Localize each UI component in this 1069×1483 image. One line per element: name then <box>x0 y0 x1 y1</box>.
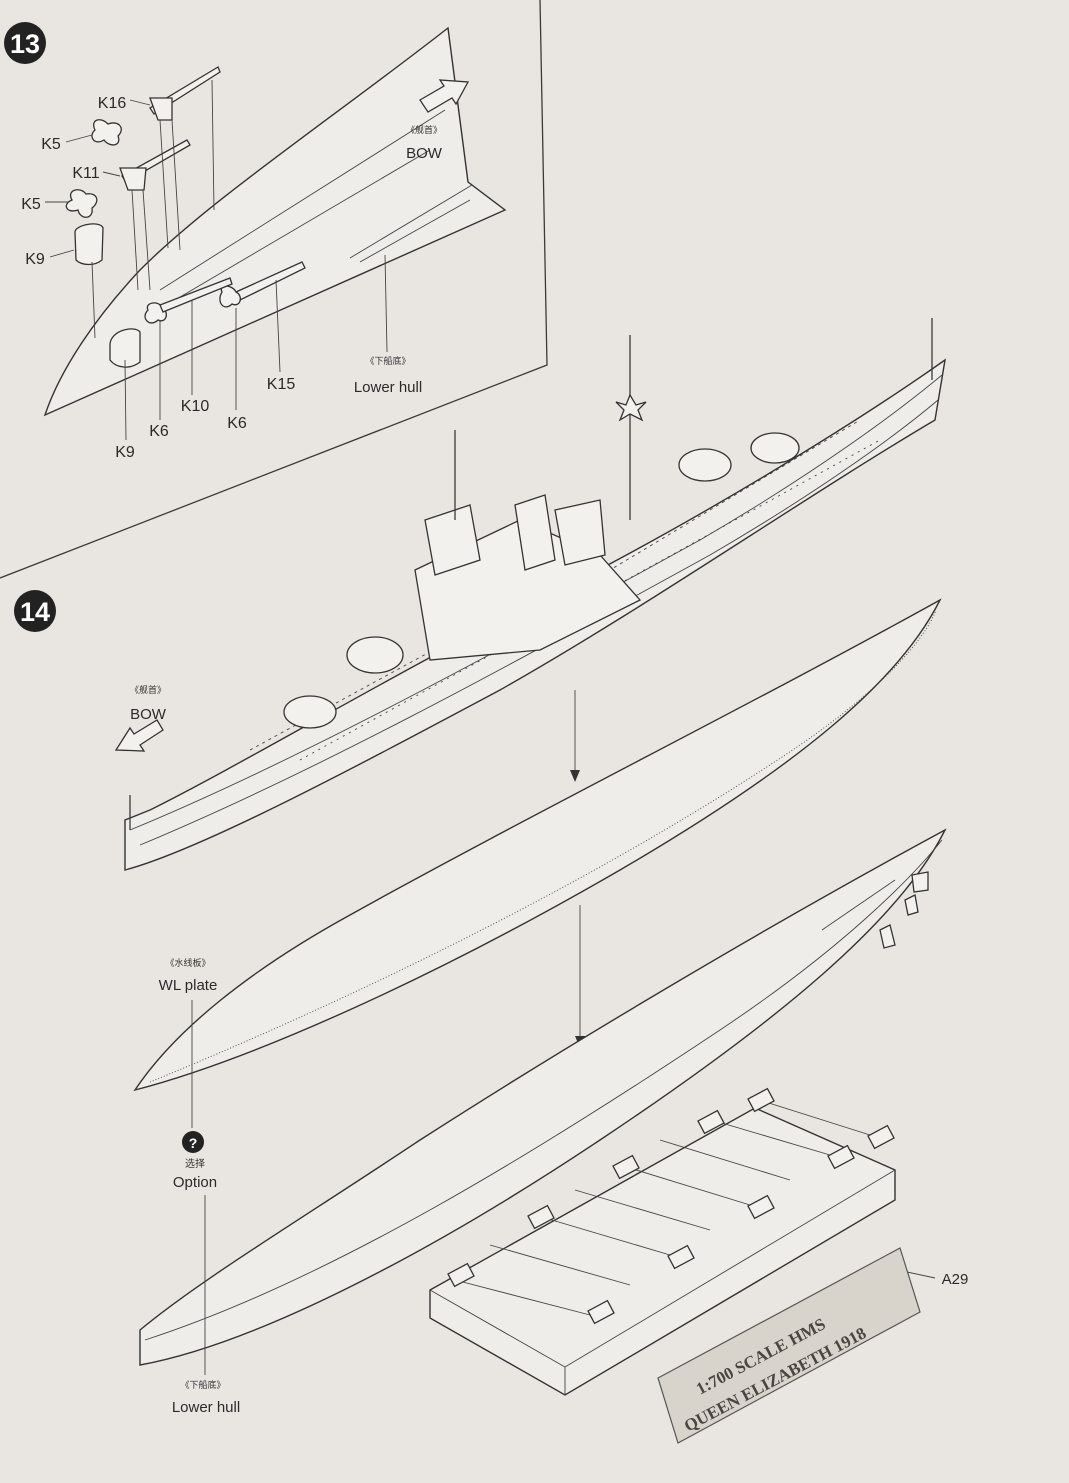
turret-y <box>750 432 800 464</box>
step-13-bow-label: BOW <box>406 145 443 162</box>
stand-part-label: A29 <box>942 1271 969 1288</box>
step-13-lower-hull-cn: 《下船底》 <box>365 355 410 367</box>
label-k9-left: K9 <box>25 251 45 268</box>
wl-plate-cn: 《水线板》 <box>165 957 210 969</box>
arrow-bow-icon-step14 <box>114 719 164 752</box>
part-k5-bottom <box>65 189 98 218</box>
option-icon-glyph: ? <box>189 1135 198 1151</box>
label-k10: K10 <box>181 398 210 415</box>
part-k10 <box>159 277 233 313</box>
step-13-bow-cn: 《舰首》 <box>406 124 442 136</box>
step-13-lower-hull-label: Lower hull <box>354 379 422 396</box>
step-14-lower-hull-label: Lower hull <box>172 1399 240 1416</box>
step-14-number: 14 <box>20 597 50 627</box>
step-13-border <box>0 0 548 579</box>
step-14-lower-hull-cn: 《下船底》 <box>180 1379 225 1391</box>
ship-upper-hull <box>124 318 946 871</box>
label-k11: K11 <box>72 165 99 182</box>
label-k16: K16 <box>98 95 127 112</box>
label-k5-bottom: K5 <box>21 196 41 213</box>
turret-a <box>283 695 337 729</box>
part-k9-upper <box>74 223 104 266</box>
boat-deck <box>554 499 606 566</box>
step-14-badge: 14 <box>14 590 56 632</box>
label-k6-left: K6 <box>149 423 169 440</box>
option-cn: 选择 <box>185 1157 205 1170</box>
wl-plate <box>133 598 942 1092</box>
step-13-parts <box>65 66 388 441</box>
step-13-badge: 13 <box>4 22 46 64</box>
label-k6-right: K6 <box>227 415 247 432</box>
label-k5-top: K5 <box>41 136 61 153</box>
question-icon: ? <box>182 1131 204 1153</box>
funnel-forward <box>514 494 556 571</box>
turret-b <box>346 636 404 674</box>
arrow-bow-icon <box>419 79 470 113</box>
part-k5-top <box>91 119 122 146</box>
turret-x <box>678 448 732 482</box>
label-k9-bottom: K9 <box>115 444 135 461</box>
step-14-panel: 14 <box>14 318 969 1444</box>
wl-plate-label: WL plate <box>159 977 218 994</box>
option-label: Option <box>173 1174 217 1191</box>
lower-hull <box>139 828 947 1366</box>
starfish-platform <box>615 393 647 422</box>
step-13-panel: 13 <box>0 0 548 579</box>
part-k9-lower <box>109 328 141 368</box>
step-14-bow-label: BOW <box>130 706 167 723</box>
step-14-bow-cn: 《舰首》 <box>130 684 166 696</box>
step-13-number: 13 <box>10 29 40 59</box>
label-k15: K15 <box>267 376 296 393</box>
